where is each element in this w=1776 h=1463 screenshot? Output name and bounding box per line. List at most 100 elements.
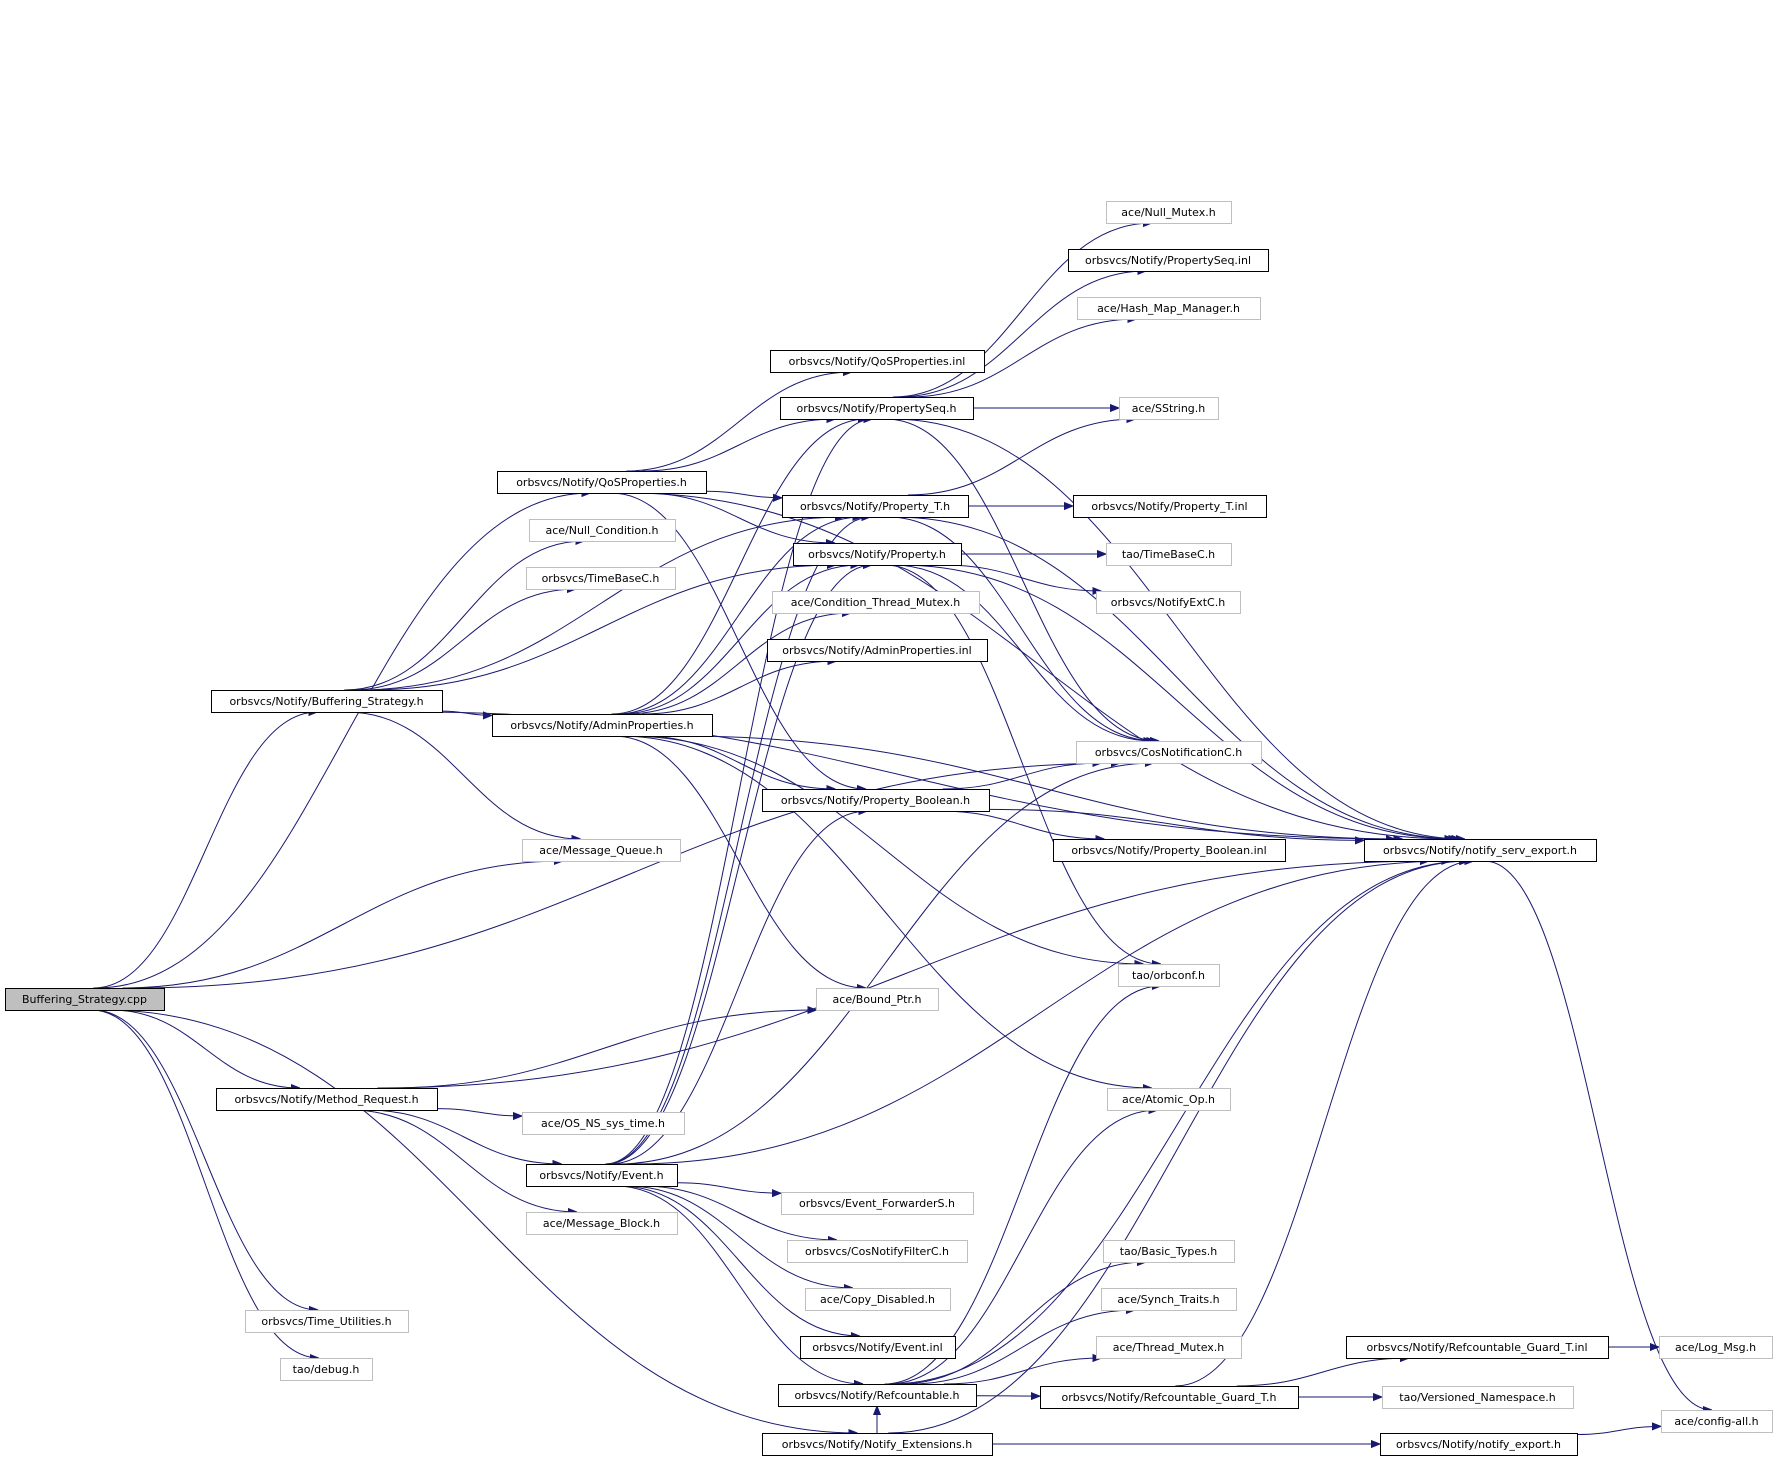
node-copydis[interactable]: ace/Copy_Disabled.h (805, 1288, 951, 1311)
node-label: ace/Null_Mutex.h (1121, 206, 1215, 219)
node-notifyextc[interactable]: orbsvcs/NotifyExtC.h (1096, 591, 1241, 614)
node-nullmutex[interactable]: ace/Null_Mutex.h (1106, 201, 1232, 224)
node-condmutex[interactable]: ace/Condition_Thread_Mutex.h (772, 591, 980, 614)
edge-propt-to-cosnotc (888, 516, 1155, 741)
edge-propseq-to-cosnotc (885, 418, 1159, 741)
node-label: orbsvcs/CosNotifyFilterC.h (805, 1245, 949, 1258)
node-refguardinl[interactable]: orbsvcs/Notify/Refcountable_Guard_T.inl (1346, 1336, 1609, 1359)
node-label: orbsvcs/Notify/Property_Boolean.h (781, 794, 970, 807)
node-propbool[interactable]: orbsvcs/Notify/Property_Boolean.h (762, 789, 990, 812)
node-synchtraits[interactable]: ace/Synch_Traits.h (1101, 1288, 1237, 1311)
node-label: Buffering_Strategy.cpp (22, 993, 147, 1006)
node-versioned[interactable]: tao/Versioned_Namespace.h (1382, 1386, 1574, 1409)
node-box (1364, 839, 1597, 862)
node-debug[interactable]: tao/debug.h (280, 1358, 373, 1381)
node-proptinl[interactable]: orbsvcs/Notify/Property_T.inl (1073, 495, 1267, 518)
node-box (1661, 1410, 1773, 1433)
edge-event-to-copydis (625, 1185, 853, 1288)
node-timeutil[interactable]: orbsvcs/Time_Utilities.h (245, 1310, 409, 1333)
edge-methreq-to-ostime (436, 1108, 522, 1116)
node-box (1103, 1240, 1235, 1263)
node-timebasec2[interactable]: tao/TimeBaseC.h (1106, 543, 1232, 566)
node-box (1053, 839, 1286, 862)
node-boundptr[interactable]: ace/Bound_Ptr.h (816, 988, 939, 1011)
edge-event-to-refc (615, 1185, 863, 1384)
node-ostime[interactable]: ace/OS_NS_sys_time.h (522, 1112, 685, 1135)
node-servexp[interactable]: orbsvcs/Notify/notify_serv_export.h (1364, 839, 1597, 862)
node-box (1096, 1336, 1242, 1359)
node-label: ace/Condition_Thread_Mutex.h (791, 596, 961, 609)
node-propseq[interactable]: orbsvcs/Notify/PropertySeq.h (780, 397, 974, 420)
node-threadmutex[interactable]: ace/Thread_Mutex.h (1096, 1336, 1242, 1359)
node-cosnotc[interactable]: orbsvcs/CosNotificationC.h (1076, 741, 1262, 764)
node-admininl[interactable]: orbsvcs/Notify/AdminProperties.inl (767, 639, 988, 662)
node-label: orbsvcs/Notify/Event.inl (812, 1341, 942, 1354)
node-root[interactable]: Buffering_Strategy.cpp (5, 988, 165, 1011)
node-label: orbsvcs/Notify/Refcountable_Guard_T.inl (1366, 1341, 1587, 1354)
node-configall[interactable]: ace/config-all.h (1661, 1410, 1773, 1433)
node-propt[interactable]: orbsvcs/Notify/Property_T.h (782, 495, 969, 518)
node-admin[interactable]: orbsvcs/Notify/AdminProperties.h (492, 714, 713, 737)
node-sstring[interactable]: ace/SString.h (1119, 397, 1219, 420)
node-refc[interactable]: orbsvcs/Notify/Refcountable.h (778, 1384, 977, 1407)
node-box (1068, 249, 1269, 272)
node-atomicop[interactable]: ace/Atomic_Op.h (1107, 1088, 1231, 1111)
node-label: ace/OS_NS_sys_time.h (541, 1117, 665, 1130)
node-box (816, 988, 939, 1011)
node-box (522, 1112, 685, 1135)
node-box (1106, 543, 1232, 566)
node-logmsg[interactable]: ace/Log_Msg.h (1659, 1336, 1773, 1359)
node-orbconf[interactable]: tao/orbconf.h (1118, 964, 1220, 987)
edge-refc-to-threadmutex (943, 1358, 1102, 1385)
node-box (1106, 201, 1232, 224)
edge-event-to-cosnotc (616, 763, 1154, 1165)
node-bs[interactable]: orbsvcs/Notify/Buffering_Strategy.h (211, 690, 443, 713)
node-msgblock[interactable]: ace/Message_Block.h (526, 1212, 678, 1235)
node-box (762, 1433, 993, 1456)
node-timebasec1[interactable]: orbsvcs/TimeBaseC.h (526, 567, 676, 590)
node-qosinl[interactable]: orbsvcs/Notify/QoSProperties.inl (770, 350, 985, 373)
edge-admin-to-propseq (611, 419, 868, 715)
graph-nodes: Buffering_Strategy.cpp orbsvcs/Notify/Buf… (5, 201, 1773, 1456)
node-box (1118, 964, 1220, 987)
node-notifyexp[interactable]: orbsvcs/Notify/notify_export.h (1380, 1433, 1578, 1456)
node-propboolinl[interactable]: orbsvcs/Notify/Property_Boolean.inl (1053, 839, 1286, 862)
edge-propbool-to-cosnotc (942, 763, 1102, 790)
node-event[interactable]: orbsvcs/Notify/Event.h (526, 1164, 678, 1187)
node-prop[interactable]: orbsvcs/Notify/Property.h (793, 543, 962, 566)
node-eventinl[interactable]: orbsvcs/Notify/Event.inl (800, 1336, 956, 1359)
node-qos[interactable]: orbsvcs/Notify/QoSProperties.h (497, 471, 707, 494)
node-fwds[interactable]: orbsvcs/Event_ForwarderS.h (781, 1192, 974, 1215)
edge-qos-to-propt (705, 490, 782, 498)
node-label: ace/Atomic_Op.h (1122, 1093, 1215, 1106)
node-box (526, 1212, 678, 1235)
node-label: orbsvcs/Event_ForwarderS.h (799, 1197, 955, 1210)
edge-propt-to-sstring (907, 419, 1136, 496)
node-msgq[interactable]: ace/Message_Queue.h (522, 839, 681, 862)
edge-root-to-bs (93, 712, 317, 989)
edge-qos-to-propseq (642, 419, 835, 472)
node-methreq[interactable]: orbsvcs/Notify/Method_Request.h (216, 1088, 438, 1111)
node-label: orbsvcs/Notify/Method_Request.h (234, 1093, 418, 1106)
edge-root-to-debug (91, 1009, 319, 1358)
node-box (216, 1088, 438, 1111)
node-hashmap[interactable]: ace/Hash_Map_Manager.h (1077, 297, 1261, 320)
node-label: orbsvcs/Notify/Notify_Extensions.h (782, 1438, 972, 1451)
edge-root-to-timeutil (92, 1009, 318, 1310)
node-basictypes[interactable]: tao/Basic_Types.h (1103, 1240, 1235, 1263)
node-label: orbsvcs/TimeBaseC.h (542, 572, 660, 585)
edge-admin-to-condmutex (626, 613, 852, 715)
node-box (1076, 741, 1262, 764)
node-box (793, 543, 962, 566)
node-notext[interactable]: orbsvcs/Notify/Notify_Extensions.h (762, 1433, 993, 1456)
node-filterc[interactable]: orbsvcs/CosNotifyFilterC.h (787, 1240, 968, 1263)
node-refguard[interactable]: orbsvcs/Notify/Refcountable_Guard_T.h (1040, 1386, 1299, 1409)
node-box (1101, 1288, 1237, 1311)
edge-admin-to-propt (615, 517, 862, 715)
node-box (781, 1192, 974, 1215)
node-nullcond[interactable]: ace/Null_Condition.h (529, 519, 676, 542)
node-box (1380, 1433, 1578, 1456)
node-box (526, 567, 676, 590)
node-box (1107, 1088, 1231, 1111)
node-propseqinl[interactable]: orbsvcs/Notify/PropertySeq.inl (1068, 249, 1269, 272)
